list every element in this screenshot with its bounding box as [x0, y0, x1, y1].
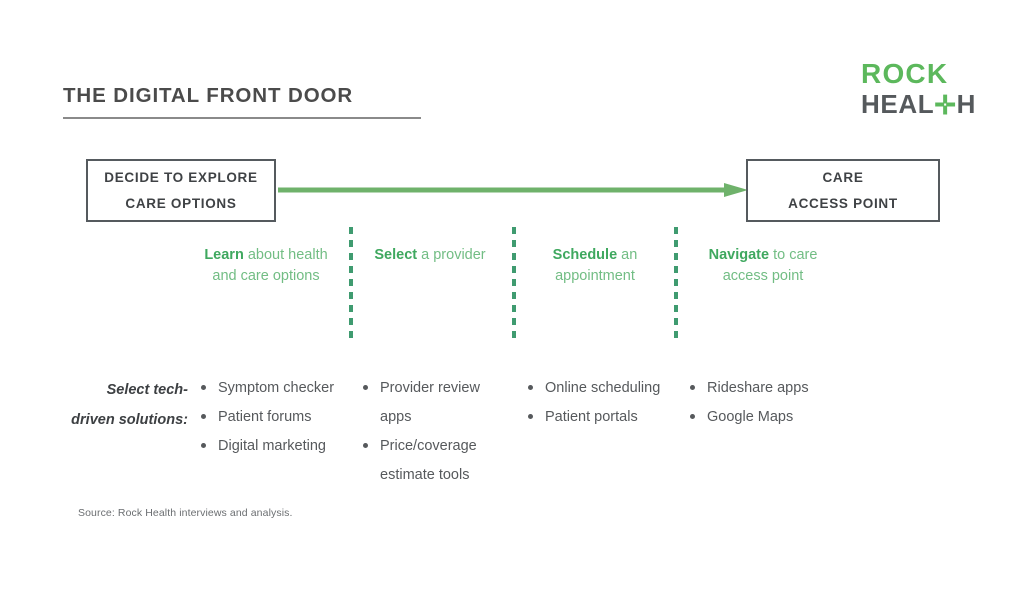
list-item-label: Patient portals	[545, 409, 638, 425]
step-2-strong: Select	[374, 247, 418, 263]
bullet-icon	[201, 385, 206, 390]
list-item: Online scheduling	[527, 374, 677, 403]
solutions-column-1: Symptom checker Patient forums Digital m…	[200, 374, 358, 461]
page-title: THE DIGITAL FRONT DOOR	[63, 84, 354, 107]
list-item: Rideshare apps	[689, 374, 859, 403]
dashed-divider-2	[512, 227, 516, 343]
list-item: Google Maps	[689, 403, 859, 432]
bullet-icon	[690, 414, 695, 419]
logo-plus-icon: ✛	[934, 90, 957, 120]
bullet-icon	[363, 385, 368, 390]
dashed-divider-3	[674, 227, 678, 343]
list-item-label: Provider review apps	[380, 380, 480, 425]
step-label-schedule: Schedule an appointment	[525, 245, 665, 287]
step-label-select: Select a provider	[367, 245, 493, 266]
step-1-strong: Learn	[204, 247, 244, 263]
step-3-strong: Schedule	[552, 247, 618, 263]
list-item-label: Digital marketing	[218, 438, 326, 454]
decide-to-explore-care-options-box: DECIDE TO EXPLORE CARE OPTIONS	[86, 159, 276, 222]
list-item: Patient forums	[200, 403, 358, 432]
step-3-rest: an appointment	[555, 247, 638, 284]
list-item-label: Google Maps	[707, 409, 794, 425]
logo-health-text: HEAL✛H	[861, 89, 976, 120]
logo-health-left: HEAL	[861, 89, 935, 119]
solutions-column-3: Online scheduling Patient portals	[527, 374, 677, 432]
logo-health-right: H	[956, 89, 976, 119]
bullet-icon	[690, 385, 695, 390]
start-box-line2: CARE OPTIONS	[125, 196, 237, 211]
end-box-line2: ACCESS POINT	[788, 196, 898, 211]
bullet-icon	[528, 414, 533, 419]
list-item: Price/coverage estimate tools	[362, 432, 514, 490]
step-label-learn: Learn about health and care options	[194, 245, 338, 287]
list-item: Provider review apps	[362, 374, 514, 432]
care-access-point-box: CARE ACCESS POINT	[746, 159, 940, 222]
solutions-row-label: Select tech-driven solutions:	[71, 382, 188, 428]
list-item-label: Patient forums	[218, 409, 312, 425]
start-box-line1: DECIDE TO EXPLORE	[104, 169, 258, 185]
list-item-label: Rideshare apps	[707, 380, 809, 396]
bullet-icon	[201, 414, 206, 419]
step-1-rest: about health and care options	[212, 247, 328, 284]
list-item: Patient portals	[527, 403, 677, 432]
step-4-strong: Navigate	[708, 247, 770, 263]
dashed-divider-1	[349, 227, 353, 343]
step-2-rest: a provider	[417, 247, 486, 263]
step-label-navigate: Navigate to care access point	[688, 245, 838, 287]
source-note: Source: Rock Health interviews and analy…	[78, 507, 293, 519]
title-underline-rule	[63, 117, 421, 119]
bullet-icon	[363, 443, 368, 448]
list-item: Digital marketing	[200, 432, 358, 461]
list-item-label: Online scheduling	[545, 380, 661, 396]
list-item-label: Price/coverage estimate tools	[380, 438, 477, 483]
solutions-column-4: Rideshare apps Google Maps	[689, 374, 859, 432]
bullet-icon	[528, 385, 533, 390]
step-4-rest: to care access point	[722, 247, 818, 284]
rock-health-logo: ROCK HEAL✛H	[861, 58, 976, 120]
solutions-column-2: Provider review apps Price/coverage esti…	[362, 374, 514, 490]
logo-rock-text: ROCK	[861, 58, 949, 89]
end-box-line1: CARE	[822, 169, 864, 185]
list-item-label: Symptom checker	[218, 380, 335, 396]
list-item: Symptom checker	[200, 374, 358, 403]
right-arrow-icon	[278, 183, 748, 197]
bullet-icon	[201, 443, 206, 448]
